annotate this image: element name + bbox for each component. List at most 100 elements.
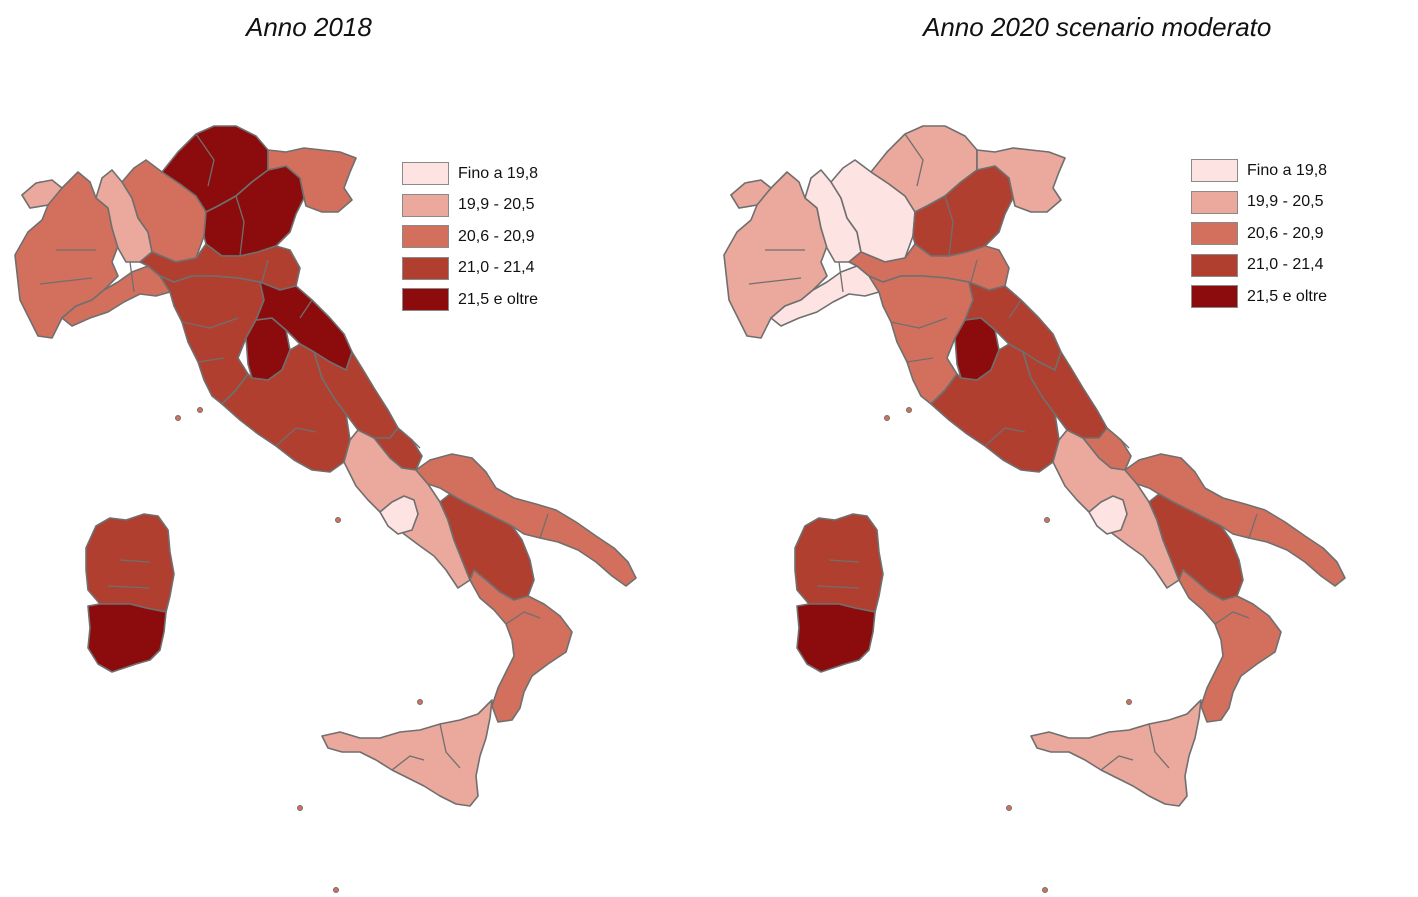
province-border xyxy=(235,195,245,257)
legend-label: 20,6 - 20,9 xyxy=(458,227,535,245)
province-border xyxy=(748,277,802,285)
legend-swatch xyxy=(1191,159,1238,183)
province-border xyxy=(890,317,948,329)
province-border xyxy=(970,259,978,283)
island xyxy=(1042,887,1048,893)
province-border xyxy=(1008,177,1016,207)
map-title: Anno 2018 xyxy=(246,12,372,42)
legend: Fino a 19,8 19,9 - 20,5 20,6 - 20,9 21,0… xyxy=(1191,155,1327,313)
region-sicilia xyxy=(321,699,493,807)
island xyxy=(197,407,203,413)
legend-label: 21,0 - 21,4 xyxy=(458,259,535,277)
legend-item: 19,9 - 20,5 xyxy=(1191,187,1327,219)
legend-item: 21,0 - 21,4 xyxy=(402,253,538,285)
region-sardegna-south xyxy=(796,603,876,673)
province-border xyxy=(181,317,239,329)
island xyxy=(906,407,912,413)
legend-label: 21,5 e oltre xyxy=(1247,287,1328,305)
legend-item: 21,0 - 21,4 xyxy=(1191,250,1327,282)
region-sardegna xyxy=(794,513,884,613)
province-border xyxy=(299,299,313,319)
legend-swatch xyxy=(1191,222,1238,246)
island xyxy=(417,699,423,705)
region-valle-aosta xyxy=(730,179,772,209)
legend-swatch xyxy=(1191,253,1238,277)
legend-label: 19,9 - 20,5 xyxy=(1247,193,1324,211)
province-border xyxy=(904,133,924,187)
choropleth-map-2018 xyxy=(14,125,637,893)
map-panel-2020: Anno 2020 scenario moderato Fino a 19,8 … xyxy=(709,0,1418,897)
legend-label: 21,0 - 21,4 xyxy=(1247,256,1324,274)
province-border xyxy=(828,559,860,563)
legend-swatch xyxy=(402,193,449,217)
region-sardegna-south xyxy=(87,603,167,673)
province-border xyxy=(275,427,317,447)
island xyxy=(175,415,181,421)
province-border xyxy=(107,585,151,589)
province-border xyxy=(197,357,225,363)
province-border xyxy=(1214,611,1250,625)
province-border xyxy=(505,611,541,625)
legend-swatch xyxy=(402,162,449,186)
province-border xyxy=(119,559,151,563)
province-border xyxy=(439,723,461,769)
province-border xyxy=(838,261,844,293)
province-border xyxy=(195,133,215,187)
province-border xyxy=(391,755,425,771)
legend-swatch xyxy=(1191,285,1238,309)
legend-item: Fino a 19,8 xyxy=(402,158,538,190)
region-friuli xyxy=(267,147,357,213)
province-border xyxy=(984,427,1026,447)
province-border xyxy=(299,177,307,207)
province-border xyxy=(1248,513,1258,539)
region-calabria xyxy=(1178,569,1282,723)
province-border xyxy=(1120,439,1130,449)
province-border xyxy=(411,439,421,449)
island xyxy=(335,517,341,523)
province-border xyxy=(539,513,549,539)
province-border xyxy=(1008,299,1022,319)
region-sicilia xyxy=(1030,699,1202,807)
legend-swatch xyxy=(402,288,449,312)
legend-item: 20,6 - 20,9 xyxy=(402,221,538,253)
province-border xyxy=(237,337,247,359)
island xyxy=(1126,699,1132,705)
province-border xyxy=(944,195,954,257)
legend-item: 20,6 - 20,9 xyxy=(1191,218,1327,250)
legend-label: 21,5 e oltre xyxy=(458,290,539,308)
province-border xyxy=(946,337,956,359)
legend-item: 21,5 e oltre xyxy=(402,284,538,316)
island xyxy=(884,415,890,421)
province-border xyxy=(816,585,860,589)
legend-label: Fino a 19,8 xyxy=(458,164,539,182)
region-friuli xyxy=(976,147,1066,213)
map-panel-2018: Anno 2018 Fino a 19,8 19,9 - 20,5 20,6 -… xyxy=(14,12,637,893)
legend-item: 21,5 e oltre xyxy=(1191,281,1327,313)
island xyxy=(297,805,303,811)
province-border xyxy=(39,277,93,285)
region-calabria xyxy=(469,569,573,723)
legend-label: 20,6 - 20,9 xyxy=(1247,224,1324,242)
region-valle-aosta xyxy=(21,179,63,209)
island xyxy=(1044,517,1050,523)
legend-swatch xyxy=(402,256,449,280)
choropleth-map-2020 xyxy=(723,125,1346,893)
region-napoli xyxy=(379,495,419,535)
province-border xyxy=(1100,755,1134,771)
region-napoli xyxy=(1088,495,1128,535)
province-border xyxy=(1148,723,1170,769)
island xyxy=(333,887,339,893)
province-border xyxy=(261,259,269,283)
province-border xyxy=(906,357,934,363)
legend-label: 19,9 - 20,5 xyxy=(458,196,535,214)
legend-swatch xyxy=(402,225,449,249)
legend-swatch xyxy=(1191,190,1238,214)
province-border xyxy=(129,261,135,293)
region-sardegna xyxy=(85,513,175,613)
legend-item: Fino a 19,8 xyxy=(1191,155,1327,187)
map-title: Anno 2020 scenario moderato xyxy=(923,12,1272,42)
island xyxy=(1006,805,1012,811)
legend-item: 19,9 - 20,5 xyxy=(402,190,538,222)
legend-label: Fino a 19,8 xyxy=(1247,161,1328,179)
legend: Fino a 19,8 19,9 - 20,5 20,6 - 20,9 21,0… xyxy=(402,158,538,316)
